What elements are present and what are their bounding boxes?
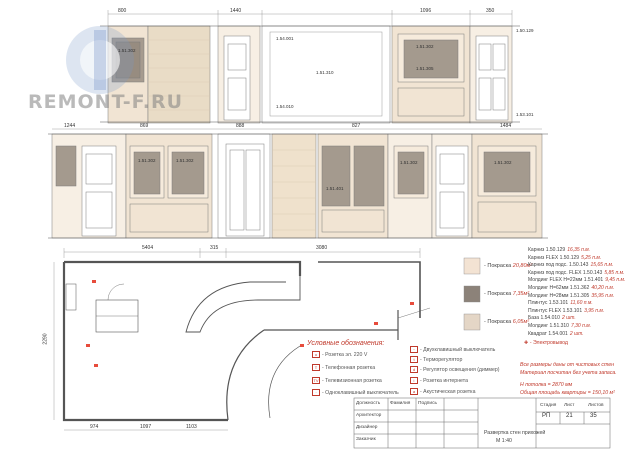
tb-row-label: Дизайнер (356, 425, 378, 430)
paint-row: - Покраска 20,80м² (484, 263, 533, 269)
legend-item: d- Регулятор освещения (диммер) (410, 366, 499, 373)
elev-label: 1.51.302 (494, 160, 512, 165)
plan-dim: 1103 (186, 424, 197, 430)
legend-item: t- Терморегулятор (410, 356, 462, 363)
socket-icon: o (312, 351, 320, 358)
tb-header: Лист (564, 403, 575, 408)
tb-value: 35 (590, 413, 597, 419)
note: Материал посчитан без учета запаса. (520, 370, 617, 376)
dim-top-1: 800 (118, 8, 127, 14)
tb-row-label: Архитектор (356, 413, 382, 418)
elev-label: 1.51.302 (416, 44, 434, 49)
tv-socket-icon: TV (312, 377, 320, 384)
legend-item: ··- Двухклавишный выключатель (410, 346, 495, 353)
tb-row-label: Заказчик (356, 437, 376, 442)
dimension-line-top (107, 10, 513, 26)
phone-socket-icon: T (312, 364, 320, 371)
legend-title: Условные обозначения: (307, 340, 385, 347)
dim-top-2: 1440 (230, 8, 242, 14)
elev-label: 1.54.010 (276, 104, 294, 109)
legend-item: ·- Одноклавишный выключатель (312, 389, 399, 396)
watermark-text: REMONT-F.RU (28, 91, 184, 113)
elevation-top (100, 25, 520, 124)
plan-dim: 2290 (42, 333, 49, 345)
dim-mid-3: 888 (236, 123, 245, 129)
legend-electro: ✚ - Электровывод (524, 340, 568, 346)
switch-icon: · (312, 389, 320, 396)
internet-socket-icon: i (410, 377, 418, 384)
plan-dim: 974 (90, 424, 99, 430)
paint-row: - Покраска 6,05м² (484, 319, 530, 325)
plan-dim: 1097 (140, 424, 152, 430)
double-switch-icon: ·· (410, 346, 418, 353)
legend-item: TV- Телевизионная розетка (312, 377, 382, 384)
elev-label: 1.51.305 (416, 66, 434, 71)
legend-item: o- Розетка эл. 220 V (312, 351, 367, 358)
tb-value: РП (542, 413, 551, 419)
dim-mid-5: 1484 (500, 123, 512, 129)
acoustic-socket-icon: a (410, 388, 418, 395)
elev-label: 1.51.302 (138, 158, 156, 163)
plan-dim: 3080 (316, 245, 328, 251)
elev-label: 1.51.302 (400, 160, 418, 165)
electro-outlet-icon: ✚ (524, 340, 529, 346)
paint-swatches (463, 257, 481, 331)
paint-swatch-1 (463, 257, 481, 275)
plan-sockets (86, 280, 414, 367)
note: Общая площадь квартиры = 150,10 м² (520, 390, 615, 396)
elev-label: 1.51.401 (326, 186, 344, 191)
dim-top-3: 1096 (420, 8, 432, 14)
dim-top-4: 350 (486, 8, 495, 14)
dim-mid-4: 827 (352, 123, 361, 129)
legend-item: a- Акустическая розетка (410, 388, 475, 395)
remont-logo-icon (66, 26, 134, 94)
tb-row-label: Должность (356, 401, 381, 406)
tb-col-label: Подпись (418, 401, 437, 406)
sheet-scale: М 1:40 (496, 438, 512, 444)
paint-swatch-3 (463, 313, 481, 331)
paint-swatch-2 (463, 285, 481, 303)
elev-label: 1.50.129 (516, 28, 534, 33)
tb-col-label: Фамилия (390, 401, 411, 406)
sheet-title: Развертка стен прихожей (484, 430, 546, 436)
elevation-middle (48, 133, 548, 239)
note: H потолка = 2870 мм (520, 382, 573, 388)
thermostat-icon: t (410, 356, 418, 363)
elev-label: 1.53.101 (516, 112, 534, 117)
title-block (353, 397, 611, 449)
dimension-lines-plan (53, 248, 421, 431)
plan-dim: 315 (210, 245, 219, 251)
elev-label: 1.54.001 (276, 36, 294, 41)
elev-label: 1.51.310 (316, 70, 334, 75)
floor-plan (62, 260, 431, 422)
legend-item: T- Телефонная розетка (312, 364, 375, 371)
paint-row: - Покраска 7,35м² (484, 291, 530, 297)
elev-label: 1.51.302 (176, 158, 194, 163)
elev-label: 1.51.302 (118, 48, 136, 53)
note: Все размеры даны от чистовых стен (520, 362, 615, 368)
plan-dim: 5404 (142, 245, 154, 251)
dim-mid-2: 869 (140, 123, 149, 129)
dim-mid-1: 1244 (64, 123, 76, 129)
tb-value: 21 (566, 413, 573, 419)
tb-header: Стадия (540, 403, 557, 408)
tb-header: Листов (588, 403, 604, 408)
legend-item: i- Розетка интернета (410, 377, 468, 384)
dimmer-icon: d (410, 366, 418, 373)
